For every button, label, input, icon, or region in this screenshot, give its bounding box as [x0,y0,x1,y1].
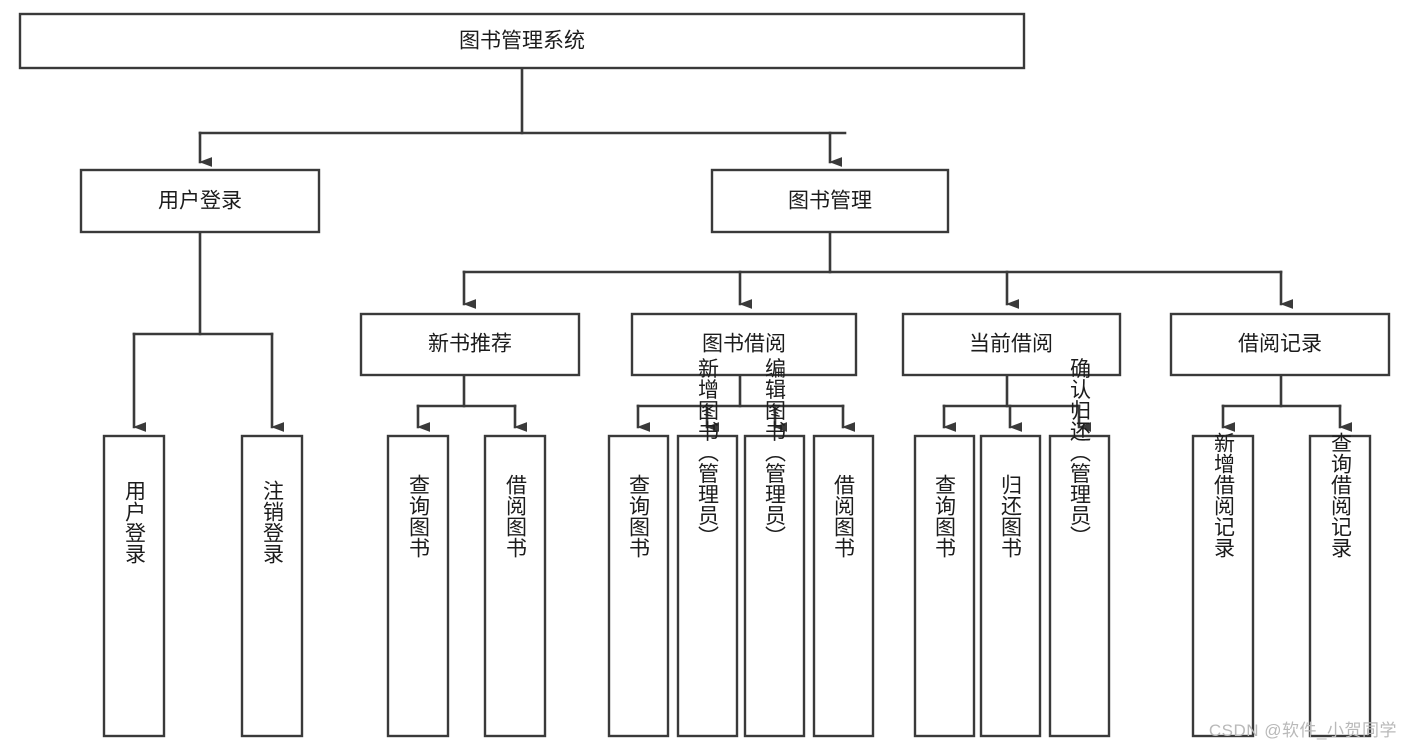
node-leaf-borrow-book-rec-label: 借阅图书 [504,474,528,558]
connector-group-root-to-level2 [198,66,847,167]
node-leaf-return-book-box[interactable] [979,434,1042,738]
node-leaf-query-book-cur[interactable]: 查询图书 [913,434,976,738]
node-current-borrow[interactable]: 当前借阅 [901,312,1122,377]
node-borrow-record-label: 借阅记录 [1238,333,1322,356]
node-leaf-user-logout[interactable]: 注销登录 [240,434,304,738]
node-book-manage[interactable]: 图书管理 [710,168,950,234]
connector-group-book-manage-to-level3 [462,230,1293,309]
node-user-login-label: 用户登录 [158,190,242,213]
node-leaf-edit-book[interactable]: 编辑图书（管理员） [743,358,806,738]
node-leaf-return-book-label: 归还图书 [999,474,1023,558]
node-current-borrow-label: 当前借阅 [969,333,1053,356]
connector-group-user-login-to-leaves [132,230,284,432]
node-leaf-edit-book-box[interactable] [743,434,806,738]
node-leaf-borrow-book-label: 借阅图书 [832,474,856,558]
node-leaf-add-book-box[interactable] [676,434,739,738]
node-leaf-query-book-borrow-box[interactable] [607,434,670,738]
node-leaf-query-borrow-record[interactable]: 查询借阅记录 [1308,432,1372,738]
node-leaf-confirm-return[interactable]: 确认归还（管理员） [1048,358,1111,738]
node-leaf-query-book-cur-label: 查询图书 [933,474,957,558]
node-leaf-return-book[interactable]: 归还图书 [979,434,1042,738]
node-root[interactable]: 图书管理系统 [18,12,1026,70]
node-new-book-recommend-label: 新书推荐 [428,333,512,356]
node-leaf-borrow-book[interactable]: 借阅图书 [812,434,875,738]
node-leaf-user-login[interactable]: 用户登录 [102,434,166,738]
node-current-borrow-box[interactable] [901,312,1122,377]
connector-group-book-borrow-to-leaves [636,373,855,432]
node-leaf-query-book-cur-box[interactable] [913,434,976,738]
node-leaf-add-book[interactable]: 新增图书（管理员） [676,358,739,738]
connector-group-new-book-recommend-to-leaves [416,373,527,432]
node-leaf-user-logout-box[interactable] [240,434,304,738]
node-leaf-add-borrow-record[interactable]: 新增借阅记录 [1191,432,1255,738]
node-leaf-query-borrow-record-label: 查询借阅记录 [1329,432,1353,558]
node-root-box[interactable] [18,12,1026,70]
node-borrow-record-box[interactable] [1169,312,1391,377]
node-new-book-recommend-box[interactable] [359,312,581,377]
node-leaf-query-book-borrow-label: 查询图书 [627,474,651,558]
node-leaf-query-book-rec-label: 查询图书 [407,474,431,558]
node-leaf-confirm-return-label: 确认归还（管理员） [1068,358,1092,547]
connector-group-current-borrow-to-leaves [942,373,1091,432]
node-leaf-query-borrow-record-box[interactable] [1308,434,1372,738]
node-leaf-borrow-book-box[interactable] [812,434,875,738]
node-leaf-query-book-rec-box[interactable] [386,434,450,738]
node-leaf-confirm-return-box[interactable] [1048,434,1111,738]
node-leaf-user-login-label: 用户登录 [123,480,147,564]
node-leaf-add-borrow-record-box[interactable] [1191,434,1255,738]
node-leaf-query-book-rec[interactable]: 查询图书 [386,434,450,738]
node-book-manage-label: 图书管理 [788,190,872,213]
node-user-login-box[interactable] [79,168,321,234]
node-leaf-user-login-box[interactable] [102,434,166,738]
node-leaf-borrow-book-rec-box[interactable] [483,434,547,738]
node-book-borrow[interactable]: 图书借阅 [630,312,858,377]
node-book-manage-box[interactable] [710,168,950,234]
node-leaf-user-logout-label: 注销登录 [261,480,285,564]
node-book-borrow-box[interactable] [630,312,858,377]
node-leaf-add-borrow-record-label: 新增借阅记录 [1212,432,1236,558]
connector-group-borrow-record-to-leaves [1221,373,1352,432]
node-leaf-add-book-label: 新增图书（管理员） [696,358,720,547]
node-book-borrow-label: 图书借阅 [702,333,786,356]
node-new-book-recommend[interactable]: 新书推荐 [359,312,581,377]
node-borrow-record[interactable]: 借阅记录 [1169,312,1391,377]
node-user-login[interactable]: 用户登录 [79,168,321,234]
node-root-label: 图书管理系统 [459,30,585,53]
node-leaf-borrow-book-rec[interactable]: 借阅图书 [483,434,547,738]
node-leaf-query-book-borrow[interactable]: 查询图书 [607,434,670,738]
node-leaf-edit-book-label: 编辑图书（管理员） [763,358,787,547]
